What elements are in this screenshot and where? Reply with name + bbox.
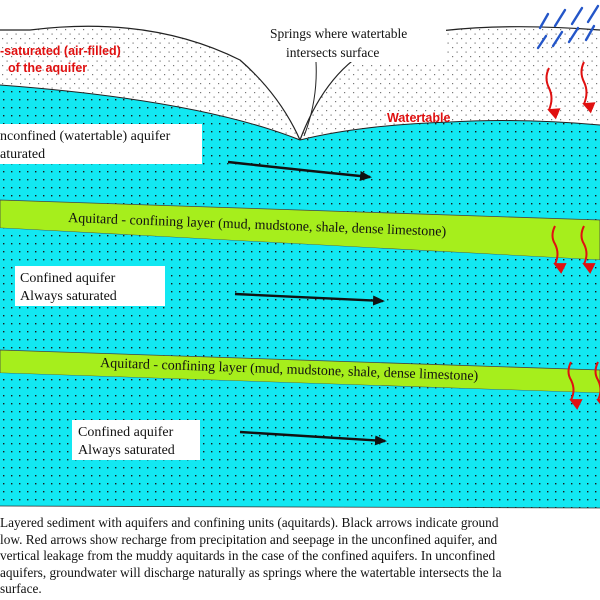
lower-aquitard: [0, 349, 600, 394]
unconfined-aquifer-label-1: nconfined (watertable) aquifer: [0, 129, 171, 144]
watertable-label: Watertable: [387, 111, 450, 125]
watertable-line: [0, 84, 600, 141]
flow-arrow-unconfined: [227, 160, 372, 181]
aquifer-cross-section-diagram: -saturated (air-filled) of the aquifer S…: [0, 4, 600, 509]
confined-aquifer-lower-label-2: Always saturated: [78, 443, 175, 458]
base-line: [0, 505, 600, 509]
lower-confined-aquifer-dots: [0, 373, 600, 508]
confined-aquifer-upper-label-2: Always saturated: [20, 289, 117, 304]
springs-label-2: intersects surface: [286, 45, 379, 60]
unsaturated-zone-dots: [0, 26, 600, 140]
springs-label-1: Springs where watertable: [270, 26, 407, 41]
confined-aquifer-upper-label-1: Confined aquifer: [20, 271, 116, 286]
springs-label-bg: [268, 22, 446, 62]
confined2-label-bg: [72, 420, 200, 460]
caption-line-5: surface.: [0, 581, 42, 597]
springs-leader-line: [303, 61, 317, 137]
caption-line-4: aquifers, groundwater will discharge nat…: [0, 564, 502, 580]
caption-line-1: Layered sediment with aquifers and confi…: [0, 515, 499, 530]
unconfined-label-bg: [0, 124, 202, 164]
flow-arrow-confined-lower: [239, 430, 387, 446]
confined-aquifer-lower-label-1: Confined aquifer: [78, 425, 174, 440]
rain-icon: [536, 4, 600, 50]
recharge-arrows-unconfined: [545, 61, 596, 120]
figure-caption: Layered sediment with aquifers and confi…: [0, 515, 600, 600]
unconfined-aquifer-label-2: aturated: [0, 147, 45, 162]
caption-line-2: low. Red arrows show recharge from preci…: [0, 531, 498, 547]
caption-line-3: vertical leakage from the muddy aquitard…: [0, 548, 496, 564]
leakage-arrows-upper-aquitard: [551, 225, 596, 274]
unsaturated-zone-label-1: -saturated (air-filled): [0, 44, 121, 58]
flow-arrow-confined-upper: [234, 292, 385, 306]
unconfined-aquifer-dots: [0, 85, 600, 220]
leakage-arrows-lower-aquitard: [567, 361, 600, 410]
upper-confined-aquifer-dots: [0, 228, 600, 370]
upper-aquitard: [0, 199, 600, 261]
unsaturated-zone-label-2: of the aquifer: [8, 61, 87, 75]
confined1-label-bg: [15, 266, 165, 306]
